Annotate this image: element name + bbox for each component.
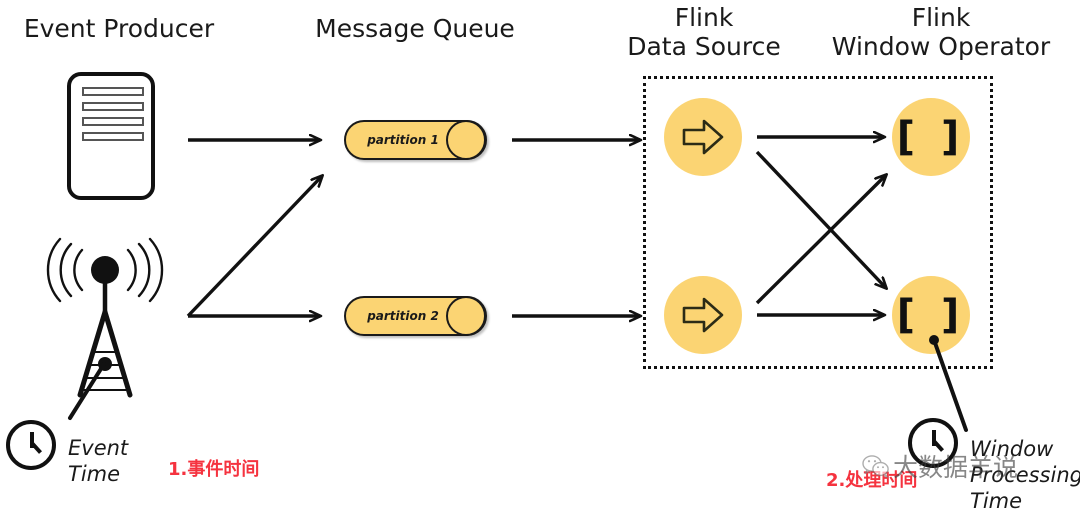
right-block-arrow-icon (664, 98, 742, 176)
arrow-antenna-to-partition1 (186, 176, 322, 318)
flink-data-source-node-1 (664, 98, 742, 176)
server-icon (67, 72, 155, 200)
annotation-processing-time: 2.处理时间 (826, 470, 918, 491)
column-title-event-producer: Event Producer (23, 14, 215, 43)
brackets-icon: [ ] (892, 276, 970, 354)
event-time-clock-icon (6, 420, 56, 470)
column-title-message-queue: Message Queue (315, 14, 515, 43)
flink-window-operator-node-1: [ ] (892, 98, 970, 176)
brackets-icon: [ ] (892, 98, 970, 176)
processing-time-clock-icon (908, 418, 958, 468)
processing-time-caption: Window Processing Time (970, 437, 1080, 513)
server-slot (82, 132, 144, 141)
radio-tower-icon (46, 237, 164, 398)
flink-window-operator-node-2: [ ] (892, 276, 970, 354)
flink-data-source-node-2 (664, 276, 742, 354)
flink-cluster-boundary (643, 76, 993, 369)
window-operator-glyph: [ ] (896, 114, 966, 160)
clock-hour-hand (30, 432, 34, 448)
partition-2-label: partition 2 (367, 309, 439, 323)
server-slot (82, 102, 144, 111)
antenna-mid-dot (98, 357, 112, 371)
partition-2: partition 2 (344, 296, 487, 336)
server-slot (82, 117, 144, 126)
partition-head-circle (446, 120, 486, 160)
clock-hour-hand (932, 430, 936, 446)
column-title-flink-data-source: Flink Data Source (627, 3, 781, 61)
clock-minute-hand (933, 440, 945, 452)
partition-head-circle (446, 296, 486, 336)
column-title-flink-window-operator: Flink Window Operator (831, 3, 1051, 61)
window-operator-glyph: [ ] (896, 292, 966, 338)
partition-1-label: partition 1 (367, 133, 439, 147)
server-slot (82, 87, 144, 96)
partition-1: partition 1 (344, 120, 487, 160)
antenna-top-dot (91, 256, 119, 284)
event-time-leader-line (68, 362, 106, 420)
right-block-arrow-icon (664, 276, 742, 354)
clock-minute-hand (31, 442, 43, 454)
event-time-caption: Event Time (68, 436, 129, 486)
annotation-event-time: 1.事件时间 (168, 459, 260, 480)
